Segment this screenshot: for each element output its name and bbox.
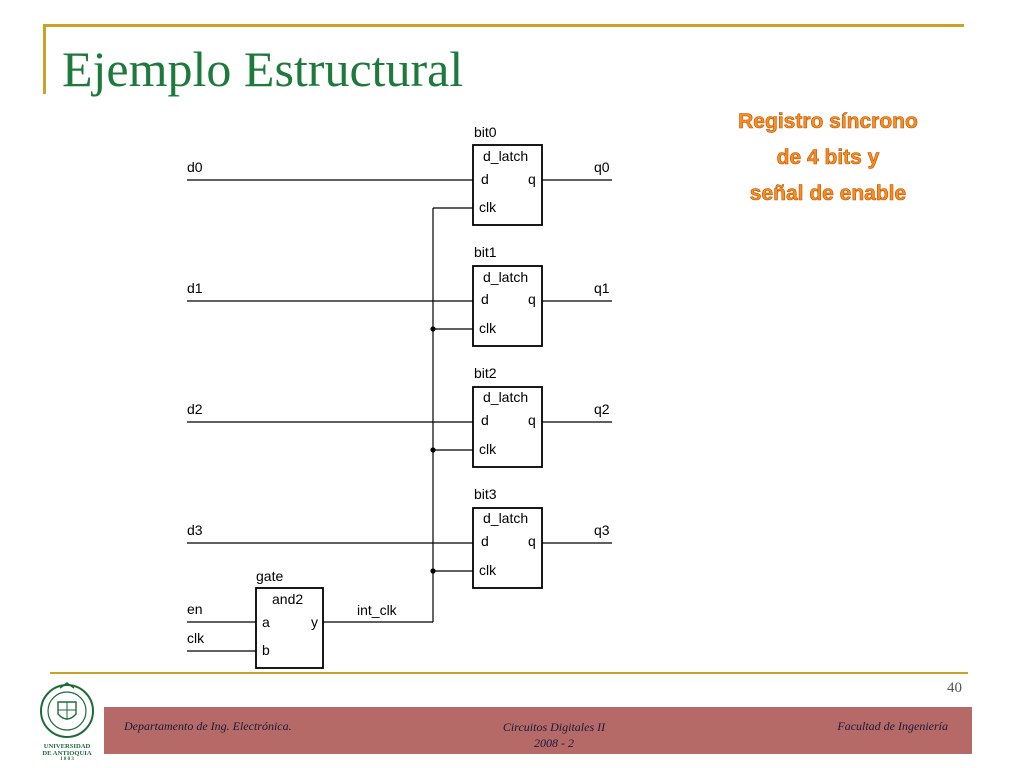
frame-top-line (43, 24, 964, 27)
university-seal-icon (40, 682, 94, 738)
latch-bit2-port-d: d (481, 412, 489, 428)
latch-bit0-port-q: q (528, 171, 536, 187)
callout-text: Registro síncrono de 4 bits y señal de e… (700, 104, 956, 212)
gate-port-y: y (311, 614, 318, 630)
latch-bit0-port-clk: clk (479, 199, 497, 215)
latch-bit1-port-d: d (481, 291, 489, 307)
callout-line-3: señal de enable (749, 182, 907, 206)
gate-type-label: and2 (272, 591, 303, 607)
footer-course-name: Circuitos Digitales II (502, 720, 606, 734)
latch-bit3-port-d: d (481, 533, 489, 549)
signal-q2-label: q2 (594, 401, 610, 417)
latch-bit0-instance-label: bit0 (474, 124, 497, 140)
footer-department: Departamento de Ing. Electrónica. (124, 719, 292, 733)
latch-bit1-instance-label: bit1 (474, 244, 497, 260)
latch-bit0: bit0 d_latch d q clk d0 q0 (187, 124, 612, 226)
signal-d0-label: d0 (187, 159, 203, 175)
signal-d3-label: d3 (187, 522, 203, 538)
footer-bar: Departamento de Ing. Electrónica. Circui… (104, 707, 972, 754)
latch-bit0-type-label: d_latch (483, 148, 528, 164)
gate-port-a: a (262, 614, 270, 630)
gate-and2: gate and2 a y b en clk (187, 568, 324, 669)
latch-bit1-port-clk: clk (479, 320, 497, 336)
latch-bit2: bit2 d_latch d q clk d2 q2 (187, 365, 612, 468)
latch-bit0-port-d: d (481, 171, 489, 187)
latch-bit1: bit1 d_latch d q clk d1 q1 (187, 244, 612, 347)
footer-faculty: Facultad de Ingeniería (837, 719, 948, 733)
page-number: 40 (947, 680, 962, 696)
latch-bit2-port-clk: clk (479, 441, 497, 457)
callout-line-2: de 4 bits y (776, 146, 880, 170)
latch-bit3-instance-label: bit3 (474, 486, 497, 502)
callout-line-1: Registro síncrono (738, 110, 918, 134)
latch-bit3: bit3 d_latch d q clk d3 q3 (187, 486, 612, 589)
junction-dot-bit3 (430, 568, 436, 574)
signal-en-label: en (187, 601, 203, 617)
gate-port-b: b (262, 642, 270, 658)
footer-course-term: 2008 - 2 (534, 736, 574, 750)
signal-int-clk-label: int_clk (357, 602, 398, 618)
signal-d1-label: d1 (187, 280, 203, 296)
footer-divider (50, 672, 968, 674)
signal-clk-label: clk (187, 630, 205, 646)
frame-left-line (43, 24, 46, 94)
junction-dot-bit1 (430, 326, 436, 332)
slide-title: Ejemplo Estructural (62, 41, 464, 97)
latch-bit1-type-label: d_latch (483, 269, 528, 285)
latch-bit2-block (472, 386, 543, 468)
latch-bit2-port-q: q (528, 412, 536, 428)
university-logo: UNIVERSIDAD DE ANTIOQUIA 1 8 0 3 (36, 680, 98, 762)
junction-dot-bit2 (430, 447, 436, 453)
gate-block (255, 587, 324, 669)
latch-bit0-block (472, 144, 543, 226)
latch-bit1-block (472, 265, 543, 347)
signal-q1-label: q1 (594, 280, 610, 296)
logo-text-line-3: 1 8 0 3 (60, 757, 74, 762)
latch-bit2-type-label: d_latch (483, 389, 528, 405)
clock-bus: int_clk (323, 207, 473, 623)
latch-bit3-type-label: d_latch (483, 510, 528, 526)
logo-text-line-2: DE ANTIOQUIA (42, 750, 92, 757)
signal-d2-label: d2 (187, 401, 203, 417)
signal-q3-label: q3 (594, 522, 610, 538)
latch-bit2-instance-label: bit2 (474, 365, 497, 381)
footer-course: Circuitos Digitales II 2008 - 2 (434, 719, 674, 751)
latch-bit3-block (472, 507, 543, 589)
latch-bit1-port-q: q (528, 291, 536, 307)
latch-bit3-port-q: q (528, 533, 536, 549)
signal-q0-label: q0 (594, 159, 610, 175)
gate-instance-label: gate (256, 568, 283, 584)
latch-bit3-port-clk: clk (479, 562, 497, 578)
logo-text-line-1: UNIVERSIDAD (43, 743, 91, 750)
